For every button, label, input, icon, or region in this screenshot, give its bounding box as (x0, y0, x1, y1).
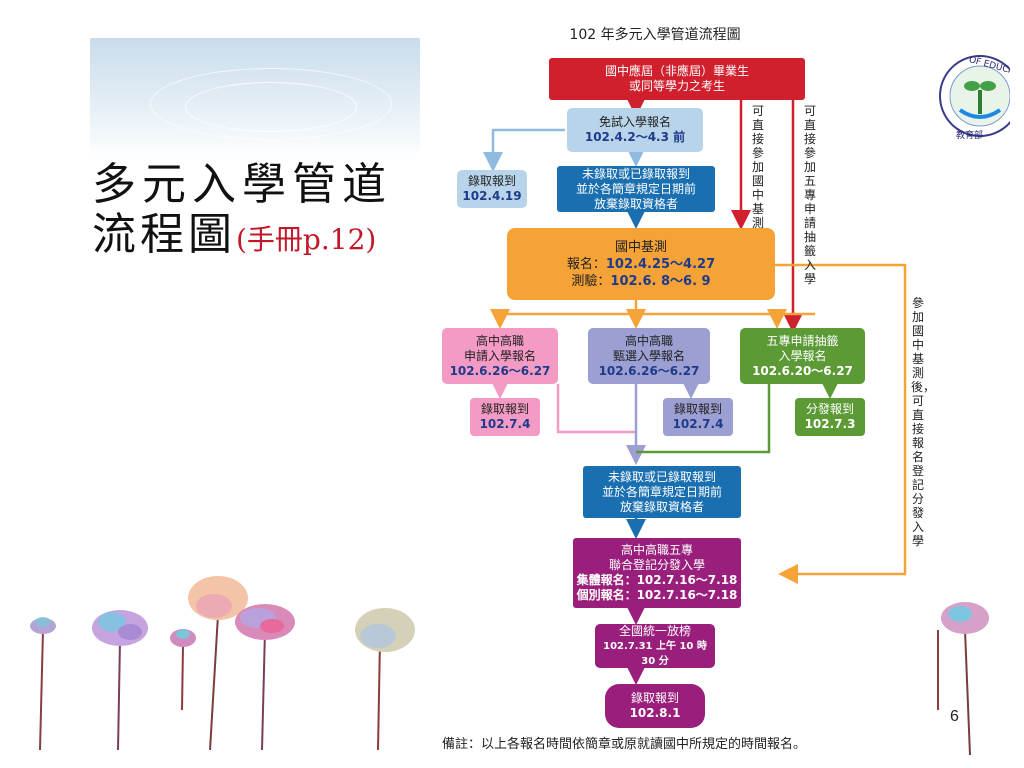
admit-report-select: 錄取報到 102.7.4 (663, 398, 733, 436)
flowchart-heading: 102 年多元入學管道流程圖 (569, 26, 741, 43)
slide-title-line2: 流程圖(手冊p.12) (92, 198, 376, 262)
slide-title-reference: (手冊p.12) (236, 223, 377, 256)
water-ripple-decoration (185, 82, 357, 132)
final-label: 錄取報到 (630, 691, 679, 705)
select-date: 102.6.26～6.27 (598, 363, 700, 378)
admit-apply-date: 102.7.4 (479, 417, 531, 431)
flower-icon (355, 608, 415, 751)
flower-icon (941, 602, 989, 756)
slide-title: 多元入學管道 (92, 159, 392, 210)
giveup2-line2: 並於各簡章規定日期前 (601, 484, 722, 499)
joint-line2: 聯合登記分發入學 (608, 558, 705, 572)
select-line1: 高中高職 (624, 333, 673, 348)
flower-icon (30, 617, 56, 751)
flowchart-panel: 102 年多元入學管道流程圖 國中應屆（非應屆）畢業生 或同等學力之考生 免試入… (425, 0, 936, 768)
giveup1-line3: 放棄錄取資格者 (593, 196, 678, 211)
admit-five-label: 分發報到 (805, 402, 854, 416)
basic-exam-node: 國中基測 報名：102.4.25～4.27 測驗：102.6. 8～6. 9 (507, 228, 775, 300)
ministry-of-education-logo: OF EDUCATION 教育部 (939, 55, 1010, 141)
exempt-label: 免試入學報名 (598, 115, 671, 129)
five-year-college-node: 五專申請抽籤 入學報名 102.6.20～6.27 (740, 328, 865, 384)
exam-test-label: 測驗： (571, 273, 611, 289)
water-ripple-decoration (150, 68, 392, 140)
exam-test-date: 102.6. 8～6. 9 (610, 273, 711, 289)
admit-apply-label: 錄取報到 (480, 402, 529, 416)
flower-icon (170, 629, 196, 711)
connector-line (498, 312, 815, 316)
flower-icon (235, 604, 295, 751)
slide-title-text: 流程圖 (92, 209, 236, 260)
admit-select-date: 102.7.4 (672, 417, 724, 431)
footnote: 備註：以上各報名時間依簡章或原就讀國中所規定的時間報名。 (442, 736, 807, 752)
flowchart-connectors (483, 97, 907, 685)
apply-line1: 高中高職 (475, 333, 524, 348)
giveup2-line1: 未錄取或已錄取報到 (607, 469, 716, 484)
flower-icon (188, 576, 248, 751)
admit-report-node-1: 錄取報到 102.4.19 (457, 170, 527, 208)
release-time: 102.7.31 上午 10 時 30 分 (603, 640, 707, 667)
giveup-node-1: 未錄取或已錄取報到 並於各簡章規定日期前 放棄錄取資格者 (557, 166, 715, 212)
five-line1: 五專申請抽籤 (766, 333, 839, 348)
selection-admission-node: 高中高職 甄選入學報名 102.6.26～6.27 (588, 328, 710, 384)
connector-line (636, 384, 771, 454)
exam-reg-label: 報名： (566, 256, 606, 272)
flower-icon (92, 610, 148, 751)
admit1-label: 錄取報到 (467, 174, 516, 188)
side-note-direct-exam: 可直接參加國中基測 (751, 104, 764, 230)
connector-arrow (483, 128, 565, 172)
giveup1-line1: 未錄取或已錄取報到 (581, 166, 690, 181)
assignment-report-five: 分發報到 102.7.3 (795, 398, 865, 436)
start-line1: 國中應屆（非應屆）畢業生 (604, 64, 749, 78)
start-line2: 或同等學力之考生 (628, 79, 725, 93)
joint-individual-reg: 個別報名：102.7.16～7.18 (576, 588, 738, 602)
giveup-node-2: 未錄取或已錄取報到 並於各簡章規定日期前 放棄錄取資格者 (583, 466, 741, 518)
connector-arrow (775, 263, 907, 584)
start-node: 國中應屆（非應屆）畢業生 或同等學力之考生 (549, 58, 805, 100)
page-number: 6 (950, 708, 959, 725)
exempt-registration-node: 免試入學報名 102.4.2～4.3 前 (567, 108, 703, 152)
right-note-direct-register: 參加國中基測後，可直接報名登記分發入學 (911, 296, 936, 548)
final-date: 102.8.1 (629, 706, 681, 720)
apply-date: 102.6.26～6.27 (449, 363, 551, 378)
flower-decoration (30, 576, 415, 751)
joint-group-reg: 集體報名：102.7.16～7.18 (576, 573, 738, 587)
joint-line1: 高中高職五專 (620, 543, 693, 557)
national-release-node: 全國統一放榜 102.7.31 上午 10 時 30 分 (595, 624, 715, 668)
exam-reg-date: 102.4.25～4.27 (605, 256, 716, 272)
admit1-date: 102.4.19 (462, 189, 522, 203)
joint-registration-node: 高中高職五專 聯合登記分發入學 集體報名：102.7.16～7.18 個別報名：… (573, 538, 741, 608)
giveup1-line2: 並於各簡章規定日期前 (575, 181, 696, 196)
admit-five-date: 102.7.3 (804, 417, 856, 431)
select-line2: 甄選入學報名 (612, 348, 685, 363)
side-note-direct-five: 可直接參加五專申請抽籤入學 (803, 104, 816, 286)
admit-report-apply: 錄取報到 102.7.4 (470, 398, 540, 436)
final-admit-report-node: 錄取報到 102.8.1 (605, 684, 705, 728)
apply-admission-node: 高中高職 申請入學報名 102.6.26～6.27 (442, 328, 558, 384)
exempt-date: 102.4.2～4.3 前 (584, 130, 686, 144)
five-line2: 入學報名 (778, 348, 827, 363)
five-date: 102.6.20～6.27 (752, 363, 853, 378)
admit-select-label: 錄取報到 (673, 402, 722, 416)
svg-text:教育部: 教育部 (956, 129, 983, 141)
giveup2-line3: 放棄錄取資格者 (619, 499, 704, 514)
flower-decoration-right (937, 602, 989, 756)
release-label: 全國統一放榜 (618, 623, 691, 638)
exam-name: 國中基測 (614, 239, 667, 255)
apply-line2: 申請入學報名 (463, 348, 536, 363)
connector-line (556, 384, 636, 434)
